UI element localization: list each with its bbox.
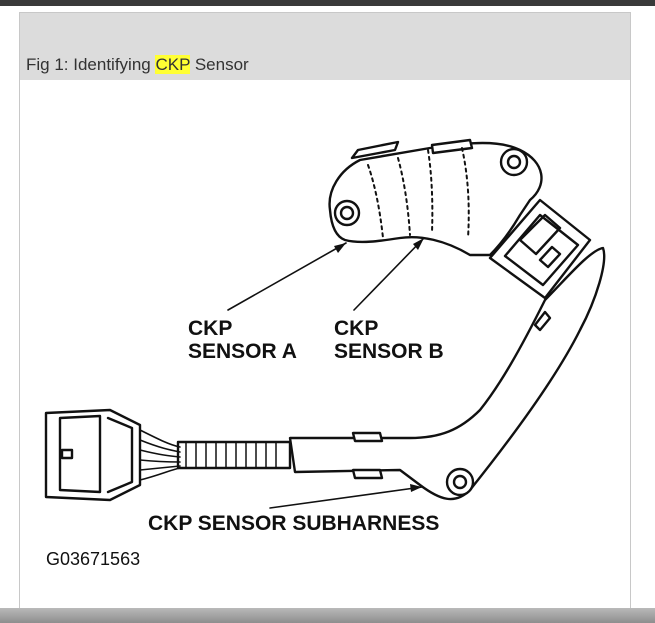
caption-prefix: Fig 1: Identifying [26, 55, 156, 74]
caption-highlight: CKP [155, 55, 191, 74]
label-ckp-sensor-b: CKP SENSOR B [334, 317, 444, 363]
label-a-line1: CKP [188, 317, 233, 340]
label-ckp-sensor-subharness: CKP SENSOR SUBHARNESS [148, 512, 440, 535]
connector-end [44, 408, 142, 502]
sensor-top-flange [350, 140, 400, 160]
harness-arm [288, 246, 606, 501]
label-b-line1: CKP [334, 317, 379, 340]
sensor-top-flange-2 [430, 138, 474, 155]
label-b-line2: SENSOR B [334, 340, 444, 363]
figure-caption: Fig 1: Identifying CKP Sensor [26, 55, 249, 75]
window-top-bar [0, 0, 655, 6]
caption-bar: Fig 1: Identifying CKP Sensor [20, 13, 630, 80]
label-a-line2: SENSOR A [188, 340, 297, 363]
label-ckp-sensor-a: CKP SENSOR A [188, 317, 297, 363]
window-bottom-bar [0, 608, 655, 623]
corrugated-wire [176, 440, 292, 470]
caption-suffix: Sensor [190, 55, 249, 74]
figure-code: G03671563 [46, 549, 141, 569]
figure-frame: Fig 1: Identifying CKP Sensor [19, 12, 631, 608]
